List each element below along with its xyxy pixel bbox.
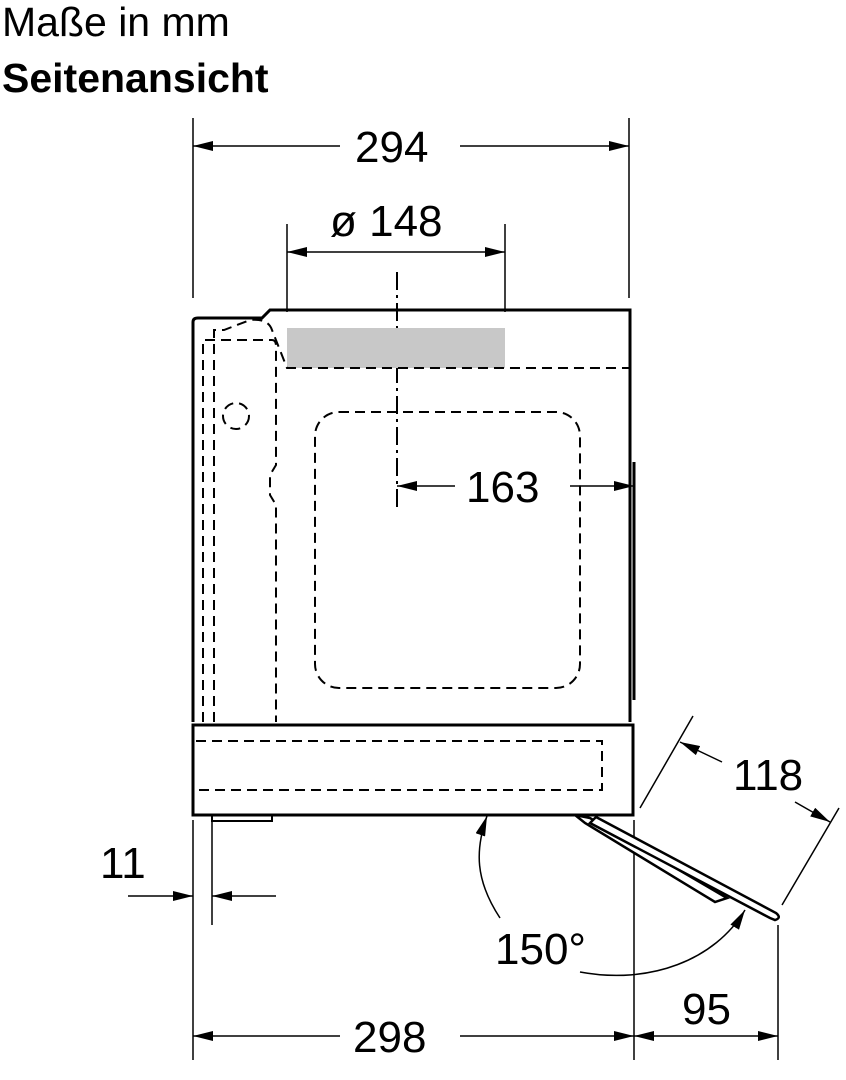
dimension-arrows — [128, 141, 831, 1041]
extension-lines — [192, 118, 840, 1060]
dim-door-depth: 118 — [733, 751, 803, 800]
units-note: Maße in mm — [2, 0, 230, 45]
hidden-lines — [196, 318, 630, 791]
appliance-body — [191, 308, 635, 822]
dim-width-bottom: 298 — [353, 1013, 426, 1062]
dim-width-top: 294 — [355, 123, 428, 172]
dim-door-projection: 95 — [682, 985, 731, 1034]
open-door — [574, 813, 780, 922]
dim-diameter: ø 148 — [330, 197, 443, 246]
exhaust-duct — [287, 328, 505, 368]
view-title: Seitenansicht — [2, 55, 269, 101]
dim-foot-inset: 11 — [100, 839, 146, 888]
dim-center-offset: 163 — [466, 463, 539, 512]
dim-door-angle: 150° — [495, 925, 586, 974]
